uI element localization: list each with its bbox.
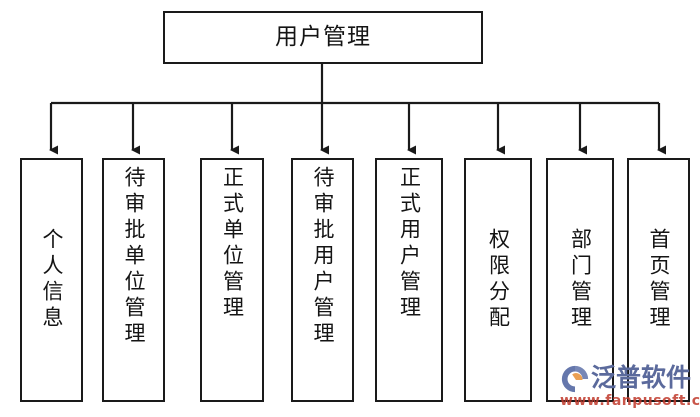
node-child-label: 正式单位管理 xyxy=(220,166,245,322)
node-child-label: 部门管理 xyxy=(568,228,593,332)
node-child-label: 首页管理 xyxy=(647,228,671,332)
node-child-pending-unit-management[interactable]: 待审批单位管理 xyxy=(102,158,165,402)
node-child-pending-user-management[interactable]: 待审批用户管理 xyxy=(291,158,354,402)
node-child-label: 正式用户管理 xyxy=(397,166,422,322)
node-root-label: 用户管理 xyxy=(275,24,371,50)
node-child-official-user-management[interactable]: 正式用户管理 xyxy=(375,158,443,402)
node-child-department-management[interactable]: 部门管理 xyxy=(546,158,614,402)
node-root-user-management[interactable]: 用户管理 xyxy=(163,11,483,64)
node-child-personal-info[interactable]: 个人信息 xyxy=(20,158,83,402)
node-child-label: 待审批单位管理 xyxy=(122,166,146,348)
node-child-permission-assignment[interactable]: 权限分配 xyxy=(464,158,532,402)
node-child-official-unit-management[interactable]: 正式单位管理 xyxy=(200,158,264,402)
node-child-label: 个人信息 xyxy=(40,228,64,332)
node-child-label: 权限分配 xyxy=(486,228,511,332)
node-child-label: 待审批用户管理 xyxy=(311,166,335,348)
node-child-homepage-management[interactable]: 首页管理 xyxy=(627,158,690,402)
